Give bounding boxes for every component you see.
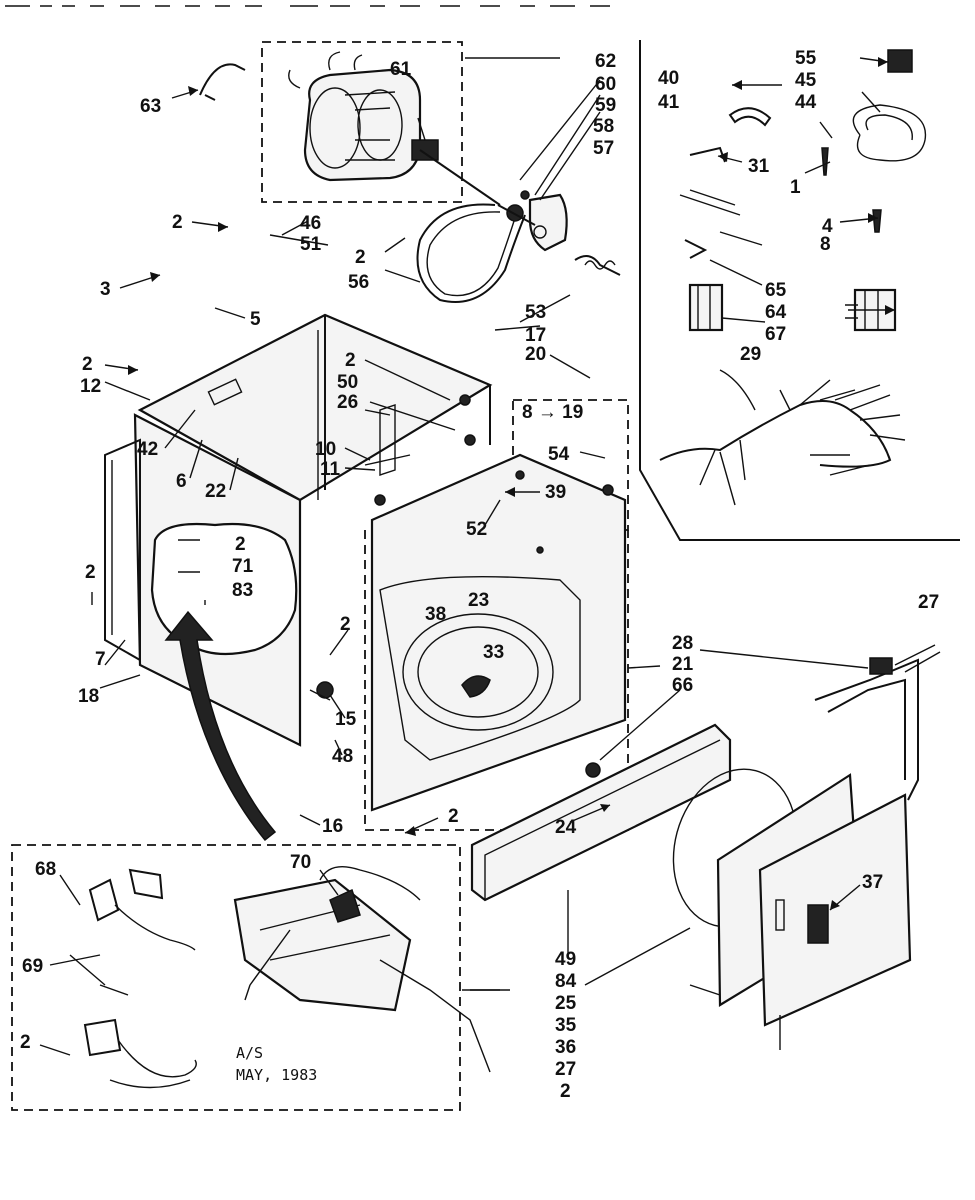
- callout-44: 44: [795, 92, 817, 113]
- callout-53: 53: [525, 302, 546, 323]
- callout-58: 58: [593, 116, 614, 137]
- callout-22: 22: [205, 481, 226, 502]
- callout-50: 50: [337, 372, 358, 393]
- callout-40: 40: [658, 68, 679, 89]
- callout-41: 41: [658, 92, 680, 113]
- callout-21: 21: [672, 654, 694, 675]
- callout-28: 28: [672, 633, 693, 654]
- callout-6: 6: [176, 471, 187, 492]
- pointer-arrowheads: [128, 57, 895, 910]
- callout-15: 15: [335, 709, 357, 730]
- callout-83: 83: [232, 580, 253, 601]
- callout-69: 69: [22, 956, 43, 977]
- idler-spring: [519, 255, 621, 323]
- idler-assembly: [497, 79, 601, 252]
- callout-7: 7: [95, 649, 106, 670]
- callout-27: 27: [555, 1059, 576, 1080]
- callout-5: 5: [250, 309, 261, 330]
- callout-2: 2: [235, 534, 246, 555]
- callout-labels: 1 2 2 2 2 2 2 2 2 2 2 3 4 5 6 7 8 10 11 …: [20, 48, 939, 1102]
- callout-35: 35: [555, 1015, 577, 1036]
- callout-38: 38: [425, 604, 446, 625]
- cabinet-body: [104, 313, 493, 747]
- callout-49: 49: [555, 949, 576, 970]
- callout-26: 26: [337, 392, 358, 413]
- callout-45: 45: [795, 70, 817, 91]
- front-bulkhead: [364, 399, 629, 831]
- revision-note: A/S MAY, 1983: [236, 1044, 317, 1084]
- callout-61: 61: [390, 59, 412, 80]
- callout-56: 56: [348, 272, 369, 293]
- callout-24: 24: [555, 817, 577, 838]
- callout-57: 57: [593, 138, 614, 159]
- callout-65: 65: [765, 280, 787, 301]
- callout-19: 8 → 19: [522, 402, 583, 423]
- callout-52: 52: [466, 519, 487, 540]
- callout-55: 55: [795, 48, 817, 69]
- callout-31: 31: [748, 156, 770, 177]
- callout-18: 18: [78, 686, 99, 707]
- center-brackets: [364, 394, 476, 506]
- callout-37: 37: [862, 872, 883, 893]
- callout-4: 4: [822, 216, 833, 237]
- note-line-2: MAY, 1983: [236, 1066, 317, 1084]
- callout-12: 12: [80, 376, 101, 397]
- callout-29: 29: [740, 344, 761, 365]
- callout-27: 27: [918, 592, 939, 613]
- callout-23: 23: [468, 590, 489, 611]
- control-inset: [11, 844, 510, 1111]
- callout-2: 2: [345, 350, 356, 371]
- callout-46: 46: [300, 213, 321, 234]
- callout-33: 33: [483, 642, 504, 663]
- callout-17: 17: [525, 325, 546, 346]
- callout-36: 36: [555, 1037, 576, 1058]
- callout-20: 20: [525, 344, 546, 365]
- callout-10: 10: [315, 439, 336, 460]
- motor-group: [261, 41, 560, 206]
- callout-62: 62: [595, 51, 616, 72]
- callout-66: 66: [672, 675, 693, 696]
- callout-60: 60: [595, 74, 616, 95]
- note-line-1: A/S: [236, 1044, 263, 1062]
- callout-16: 16: [322, 816, 343, 837]
- callout-71: 71: [232, 556, 254, 577]
- door-assembly: [672, 644, 941, 1027]
- drive-belt: [416, 203, 526, 303]
- callout-2: 2: [448, 806, 459, 827]
- callout-84: 84: [555, 971, 577, 992]
- leader-lines: [39, 57, 895, 1056]
- motor-bracket: [199, 63, 246, 101]
- callout-11: 11: [320, 459, 341, 480]
- callout-2: 2: [355, 247, 366, 268]
- reference-arrow: [164, 610, 277, 842]
- callout-2: 2: [340, 614, 351, 635]
- callout-25: 25: [555, 993, 577, 1014]
- callout-63: 63: [140, 96, 161, 117]
- callout-64: 64: [765, 302, 787, 323]
- callout-51: 51: [300, 234, 322, 255]
- callout-70: 70: [290, 852, 311, 873]
- callout-2: 2: [82, 354, 93, 375]
- callout-2: 2: [560, 1081, 571, 1102]
- callout-2: 2: [172, 212, 183, 233]
- callout-3: 3: [100, 279, 111, 300]
- electrical-parts-box: [639, 40, 960, 541]
- callout-54: 54: [548, 444, 570, 465]
- toe-panel: [470, 723, 732, 902]
- callout-39: 59: [595, 95, 616, 116]
- callout-48: 48: [332, 746, 353, 767]
- callout-67: 67: [765, 324, 786, 345]
- callout-2: 2: [20, 1032, 31, 1053]
- callout-39: 39: [545, 482, 566, 503]
- callout-1: 1: [790, 177, 801, 198]
- callout-42: 42: [137, 439, 158, 460]
- callout-2: 2: [85, 562, 96, 583]
- callout-68: 68: [35, 859, 56, 880]
- callout-8: 8: [820, 234, 831, 255]
